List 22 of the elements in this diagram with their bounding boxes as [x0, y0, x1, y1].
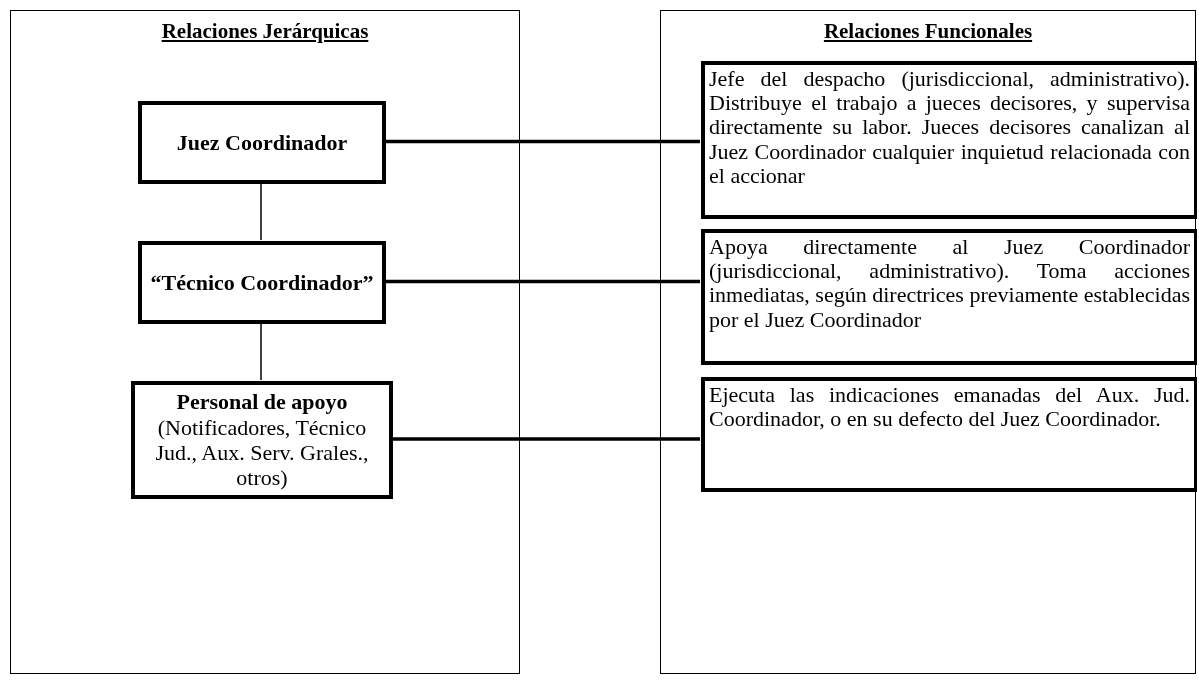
description-box: [701, 61, 1197, 219]
role-box: [138, 241, 386, 324]
connector-line: [260, 182, 262, 241]
description-box: [701, 229, 1197, 365]
role-detail: (Notificadores, Técnico Jud., Aux. Serv. Grales., otros): [154, 414, 370, 491]
role-title: “Técnico Coordinador”: [150, 269, 374, 296]
description-text: Ejecuta las indicaciones emanadas del Aux. Jud. Coordinador, o en su defecto del Juez Coordinador.: [709, 383, 1190, 432]
role-box: [138, 101, 386, 184]
panel-title: Relaciones Jerárquicas: [160, 19, 370, 44]
panel-title: Relaciones Funcionales: [822, 19, 1034, 44]
panel-frame: [660, 10, 1196, 674]
connector-line: [260, 322, 262, 381]
panel-frame: [10, 10, 520, 674]
role-title: Juez Coordinador: [176, 129, 348, 156]
description-text: Jefe del despacho (jurisdiccional, administrativo). Distribuye el trabajo a jueces decisores, y supervisa directamente su labor. Jueces decisores canalizan al Juez Coordinador cualquier inquietud relacionada con el accionar: [709, 67, 1190, 188]
description-box: [701, 377, 1197, 492]
role-box: [131, 381, 393, 499]
connector-line: [392, 437, 700, 441]
description-text: Apoya directamente al Juez Coordinador (jurisdiccional, administrativo). Toma acciones inmediatas, según directrices previamente establecidas por el Juez Coordinador: [709, 235, 1190, 332]
connector-line: [385, 279, 700, 284]
role-title: Personal de apoyo: [176, 389, 348, 415]
connector-line: [385, 139, 700, 144]
